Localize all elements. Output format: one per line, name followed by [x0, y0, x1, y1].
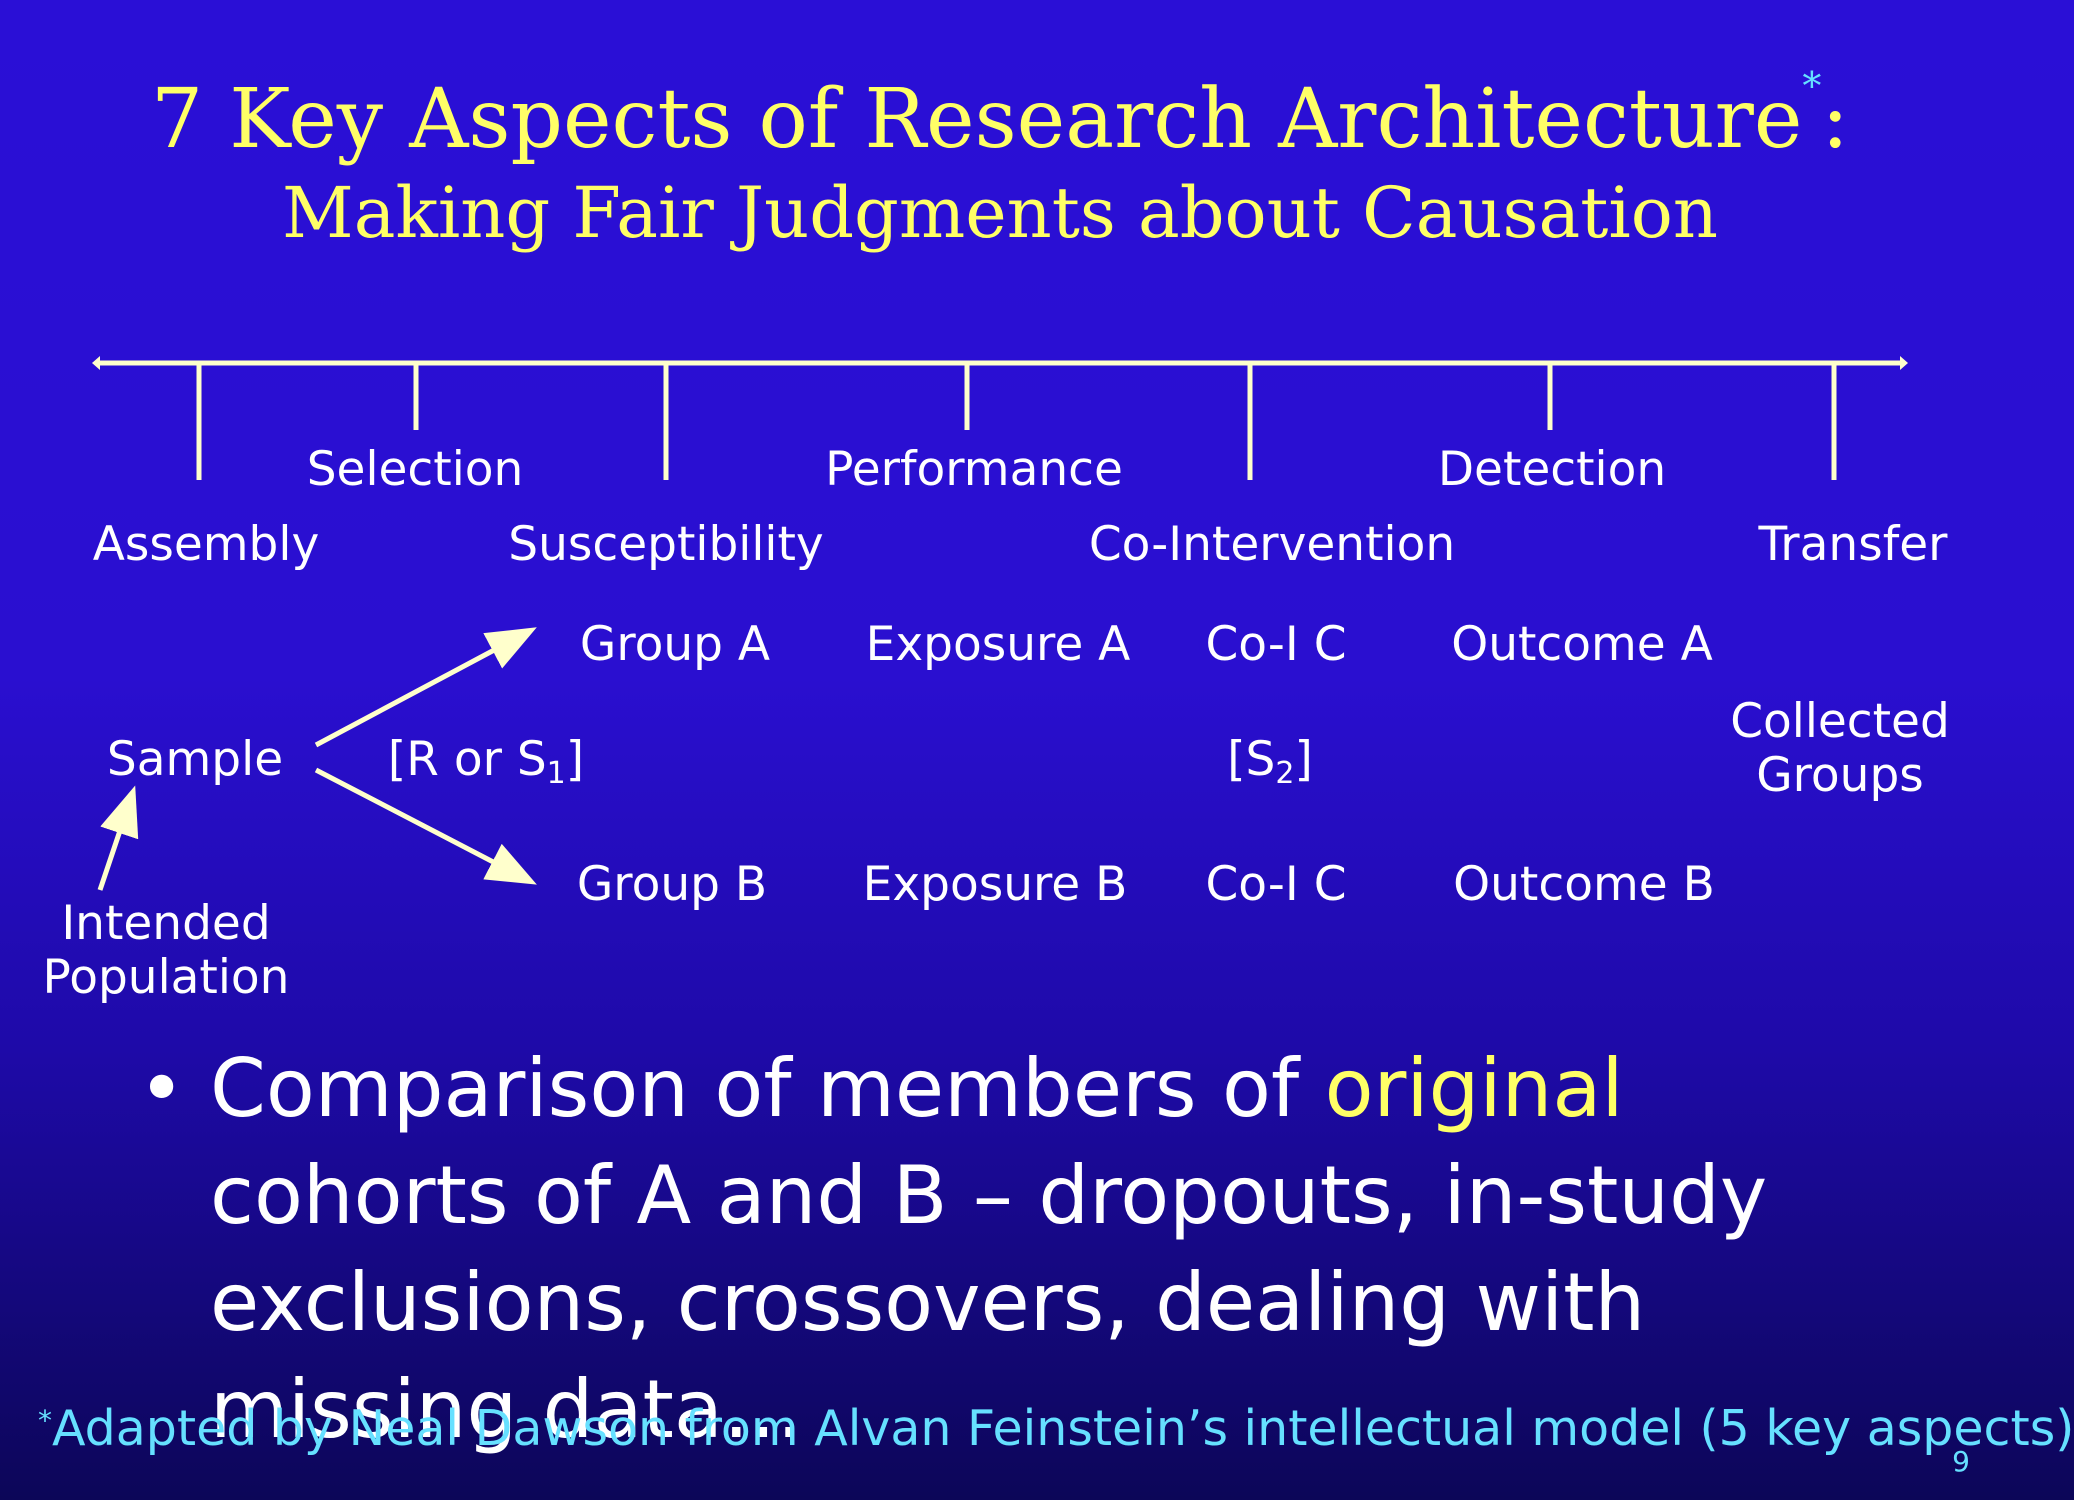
highlight-original: original: [1324, 1042, 1624, 1135]
slide-subtitle: Making Fair Judgments about Causation: [282, 172, 1718, 254]
bullet-point: • Comparison of members of original coho…: [138, 1035, 1910, 1463]
slide-title: 7 Key Aspects of Research Architecture*:: [150, 64, 1849, 167]
label-outcome-a: Outcome A: [1451, 617, 1713, 672]
label-coi-a: Co-I C: [1205, 617, 1347, 672]
title-footnote-mark: *: [1802, 64, 1822, 108]
footnote: *Adapted by Neal Dawson from Alvan Feins…: [38, 1400, 2074, 1457]
label-coi-b: Co-I C: [1205, 857, 1347, 912]
timeline-left-end: [92, 356, 100, 370]
label-detection: Detection: [1437, 442, 1667, 497]
label-transfer: Transfer: [1758, 517, 1948, 572]
timeline-right-end: [1900, 356, 1908, 370]
label-exposure-a: Exposure A: [865, 617, 1131, 672]
arrow-to-group-a: [314, 627, 537, 748]
label-group-a: Group A: [579, 617, 771, 672]
page-number: 9: [1952, 1445, 1970, 1478]
label-assembly: Assembly: [92, 517, 320, 572]
label-co-intervention: Co-Intervention: [1088, 517, 1456, 572]
label-susceptibility: Susceptibility: [508, 517, 824, 572]
arrow-to-group-b: [314, 767, 537, 885]
label-performance: Performance: [825, 442, 1123, 497]
label-outcome-b: Outcome B: [1453, 857, 1715, 912]
label-randomization: [R or S1]: [387, 732, 585, 791]
bullet-marker: •: [138, 1042, 186, 1135]
arrow-population-to-sample: [97, 785, 139, 891]
label-selection: Selection: [306, 442, 524, 497]
label-s2: [S2]: [1227, 732, 1313, 791]
label-exposure-b: Exposure B: [862, 857, 1128, 912]
label-sample: Sample: [106, 732, 284, 787]
timeline-diagram: [92, 356, 1908, 891]
label-group-b: Group B: [576, 857, 768, 912]
